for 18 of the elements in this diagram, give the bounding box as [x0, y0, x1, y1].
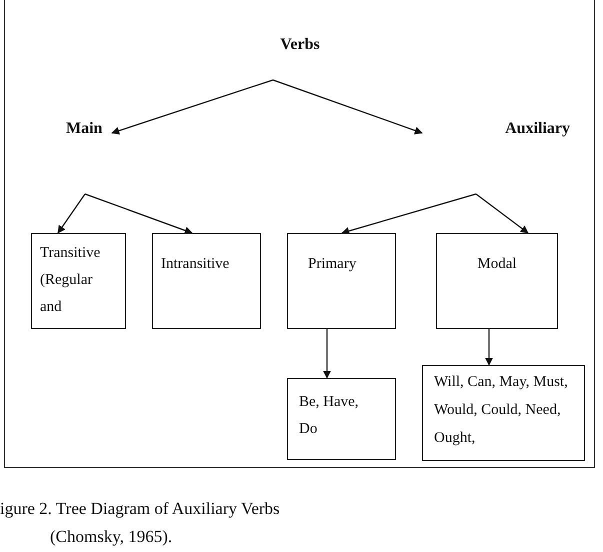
category-heading: Auxiliary: [505, 120, 570, 137]
arrow: [84, 193, 193, 234]
arrow: [58, 194, 86, 234]
arrow: [111, 79, 274, 135]
category-box: Intransitive: [152, 233, 261, 329]
arrow: [272, 79, 423, 134]
figure-caption: igure 2. Tree Diagram of Auxiliary Verbs (Chomsky, 1965).: [0, 498, 281, 548]
arrow: [323, 329, 331, 379]
arrow: [485, 329, 493, 366]
category-box: Primary: [287, 233, 396, 329]
category-box: Will, Can, May, Must, Would, Could, Need, Ought,: [422, 365, 585, 461]
category-heading: Main: [66, 120, 102, 137]
category-box: Transitive (Regular and: [31, 233, 126, 329]
category-box: Be, Have, Do: [287, 378, 396, 460]
category-box: Modal: [436, 233, 558, 329]
category-heading: Verbs: [280, 36, 320, 53]
arrow: [341, 193, 476, 235]
arrow: [476, 194, 529, 234]
